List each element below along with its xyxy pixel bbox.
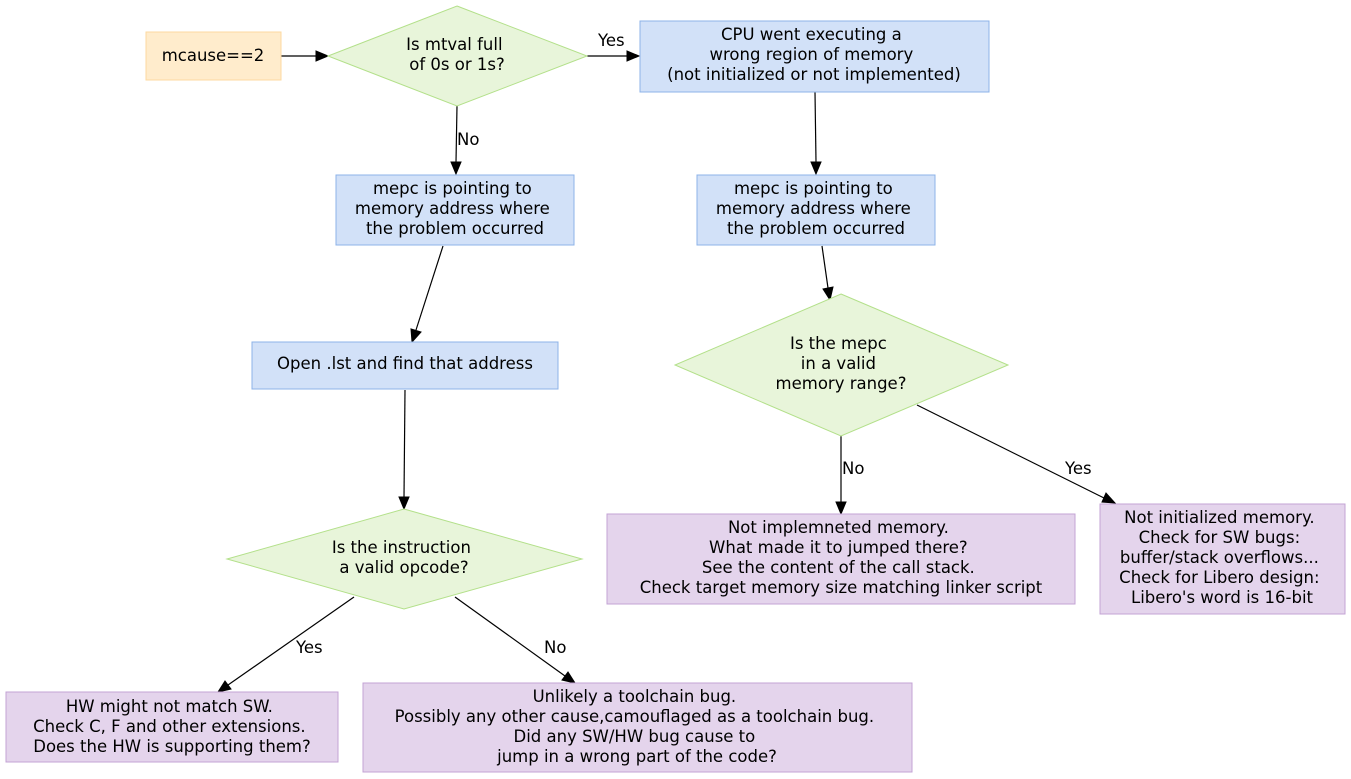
arrowhead [410, 328, 422, 344]
mepc-right-node: mepc is pointing to memory address where… [696, 174, 936, 246]
edge-label-range-yes: Yes [1064, 459, 1092, 478]
edge-mepc-right-to-range-question [821, 245, 829, 289]
toolchain-line-1: Unlikely a toolchain bug. [533, 687, 737, 706]
arrowhead [561, 671, 577, 684]
arrowhead [315, 50, 330, 62]
mtval-decision: Is mtval full of 0s or 1s? [326, 5, 589, 107]
mtval-decision-shape [326, 5, 589, 107]
not-init-line-2: Check for SW bugs: [1139, 528, 1301, 547]
not-init-line-4: Check for Libero design: [1119, 568, 1319, 587]
toolchain-label: Unlikely a toolchain bug. Possibly any o… [395, 687, 880, 766]
mtval-line-1: Is mtval full [406, 35, 502, 54]
edge-range-yes [916, 404, 1105, 499]
mtval-line-2: of 0s or 1s? [409, 55, 504, 74]
hw-line-2: Check C, F and other extensions. [33, 717, 306, 736]
cpu-wrong-region-label: CPU went executing a wrong region of mem… [667, 25, 961, 84]
edge-opcode-no [454, 596, 566, 677]
mepc-left-line-1: mepc is pointing to [373, 179, 532, 198]
not-impl-line-2: What made it to jumped there? [709, 538, 968, 557]
mepc-right-label: mepc is pointing to memory address where… [716, 179, 916, 238]
not-initialized-node: Not initialized memory. Check for SW bug… [1099, 503, 1346, 615]
hw-mismatch-label: HW might not match SW. Check C, F and ot… [33, 697, 311, 756]
mepc-left-node: mepc is pointing to memory address where… [335, 174, 575, 246]
edge-label-mtval-yes: Yes [597, 31, 625, 50]
opcode-decision: Is the instruction a valid opcode? [225, 508, 584, 610]
mepc-left-line-2: memory address where [355, 199, 550, 218]
toolchain-line-4: jump in a wrong part of the code? [496, 747, 777, 766]
not-implemented-node: Not implemneted memory. What made it to … [606, 513, 1076, 605]
range-decision: Is the mepc in a valid memory range? [673, 293, 1010, 437]
not-initialized-shape [1099, 503, 1346, 615]
cpu-line-2: wrong region of memory [710, 45, 914, 64]
edge-mtval-no [455, 105, 458, 163]
toolchain-node: Unlikely a toolchain bug. Possibly any o… [362, 682, 913, 773]
not-init-line-1: Not initialized memory. [1124, 508, 1314, 527]
not-initialized-label: Not initialized memory. Check for SW bug… [1119, 508, 1325, 607]
range-line-1: Is the mepc [790, 334, 887, 353]
not-impl-line-4: Check target memory size matching linker… [640, 578, 1043, 597]
edge-mepc-left-to-open-lst [415, 245, 444, 331]
cpu-line-3: (not initialized or not implemented) [667, 65, 961, 84]
start-node-label: mcause==2 [162, 46, 265, 65]
mtval-decision-label: Is mtval full of 0s or 1s? [406, 35, 508, 74]
arrowhead [822, 286, 834, 302]
arrowhead [216, 680, 232, 693]
mepc-right-line-2: memory address where [716, 199, 911, 218]
open-lst-label: Open .lst and find that address [277, 354, 533, 373]
edge-label-opcode-no: No [544, 638, 566, 657]
mepc-left-line-3: the problem occurred [366, 219, 544, 238]
not-implemented-shape [606, 513, 1076, 605]
arrowhead [810, 161, 822, 176]
arrowhead [835, 501, 847, 516]
cpu-wrong-region-node: CPU went executing a wrong region of mem… [639, 20, 990, 93]
hw-mismatch-node: HW might not match SW. Check C, F and ot… [5, 691, 339, 763]
cpu-wrong-region-shape [639, 20, 990, 93]
toolchain-line-2: Possibly any other cause,camouflaged as … [395, 707, 875, 726]
open-lst-node: Open .lst and find that address [251, 341, 559, 390]
start-line-1: mcause==2 [162, 46, 265, 65]
start-node: mcause==2 [145, 31, 282, 81]
mepc-left-shape [335, 174, 575, 246]
nodes: mcause==2 Is mtval full of 0s or 1s? CPU… [5, 5, 1346, 773]
edge-cpu-to-mepc-right [814, 91, 817, 163]
open-lst-line-1: Open .lst and find that address [277, 354, 533, 373]
opcode-line-2: a valid opcode? [339, 558, 468, 577]
edge-label-range-no: No [842, 459, 864, 478]
edge-label-opcode-yes: Yes [295, 638, 323, 657]
range-decision-label: Is the mepc in a valid memory range? [776, 334, 907, 393]
edge-open-lst-to-opcode-question [403, 389, 406, 498]
opcode-decision-shape [225, 508, 584, 610]
not-init-line-3: buffer/stack overflows... [1120, 548, 1319, 567]
not-impl-line-3: See the content of the call stack. [702, 558, 975, 577]
arrowhead [450, 161, 462, 176]
edges: Yes No No Yes Yes No [216, 31, 1117, 693]
edge-label-mtval-no: No [457, 130, 479, 149]
opcode-line-1: Is the instruction [332, 538, 471, 557]
mepc-right-line-3: the problem occurred [727, 219, 905, 238]
not-init-line-5: Libero's word is 16-bit [1131, 588, 1314, 607]
hw-mismatch-shape [5, 691, 339, 763]
range-line-3: memory range? [776, 374, 907, 393]
cpu-line-1: CPU went executing a [721, 25, 902, 44]
opcode-decision-label: Is the instruction a valid opcode? [332, 538, 476, 577]
not-implemented-label: Not implemneted memory. What made it to … [640, 518, 1043, 597]
start-node-shape [145, 31, 282, 81]
hw-line-1: HW might not match SW. [66, 697, 273, 716]
edge-opcode-yes [227, 596, 355, 686]
mepc-right-shape [696, 174, 936, 246]
arrowhead [1101, 492, 1117, 504]
open-lst-shape [251, 341, 559, 390]
arrowhead [626, 50, 641, 62]
toolchain-shape [362, 682, 913, 773]
not-impl-line-1: Not implemneted memory. [728, 518, 949, 537]
range-decision-shape [673, 293, 1010, 437]
toolchain-line-3: Did any SW/HW bug cause to [514, 727, 756, 746]
mepc-right-line-1: mepc is pointing to [734, 179, 893, 198]
arrowhead [398, 496, 410, 511]
mepc-left-label: mepc is pointing to memory address where… [355, 179, 555, 238]
hw-line-3: Does the HW is supporting them? [33, 737, 311, 756]
range-line-2: in a valid [801, 354, 876, 373]
